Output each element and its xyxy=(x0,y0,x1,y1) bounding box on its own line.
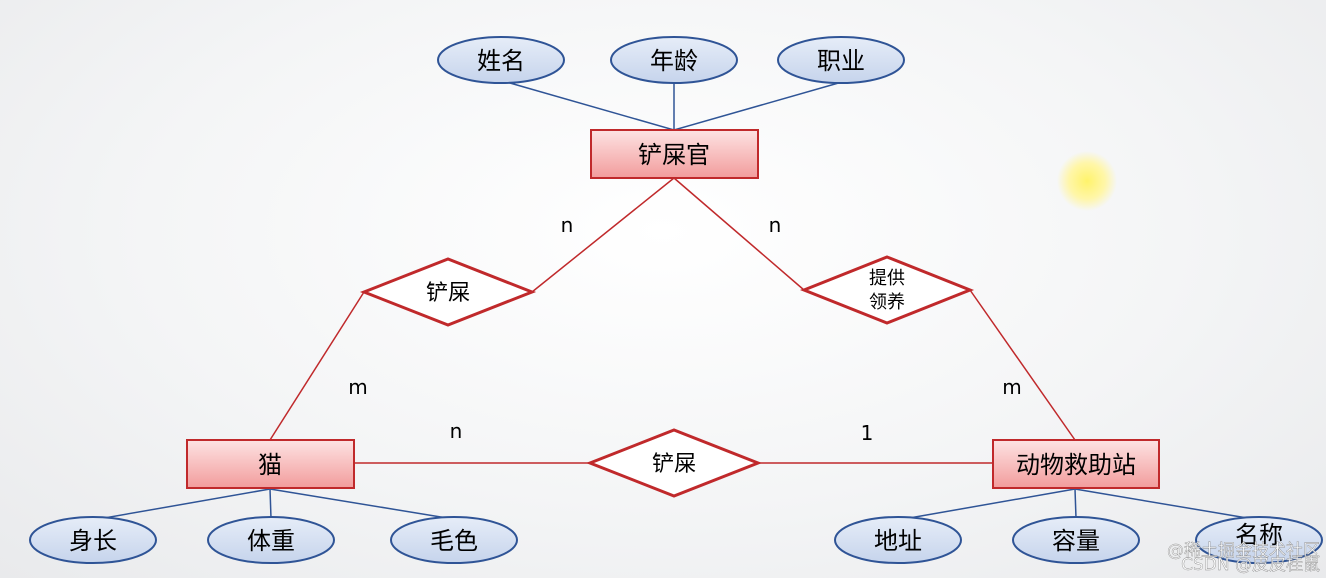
cardinality-owner-cat-cat: m xyxy=(348,375,367,399)
attribute-address-label: 地址 xyxy=(874,527,922,555)
attribute-station-name-label: 名称 xyxy=(1235,521,1283,549)
attribute-length: 身长 xyxy=(29,516,157,564)
attribute-name: 姓名 xyxy=(437,36,565,84)
relationship-cat-station-label: 铲屎 xyxy=(652,452,696,477)
attribute-fur-color-label: 毛色 xyxy=(430,527,478,555)
attribute-length-label: 身长 xyxy=(69,527,117,555)
attribute-occupation-label: 职业 xyxy=(817,47,865,75)
attribute-capacity: 容量 xyxy=(1012,516,1140,564)
attribute-capacity-label: 容量 xyxy=(1052,527,1100,555)
attribute-address: 地址 xyxy=(834,516,962,564)
cardinality-cat-station-cat: n xyxy=(450,419,463,443)
attribute-station-name: 名称 xyxy=(1195,516,1323,564)
entity-cat-label: 猫 xyxy=(258,451,282,479)
relationship-owner-cat-label: 铲屎 xyxy=(426,281,470,306)
relationship-connectors xyxy=(269,177,1076,464)
entity-owner-label: 铲屎官 xyxy=(638,141,710,169)
relationship-owner-station: 提供 领养 xyxy=(799,255,975,325)
watermark-csdn: CSDN @皮皮桂鼠 xyxy=(1181,555,1320,575)
cardinality-owner-station-station: m xyxy=(1002,375,1021,399)
attribute-age: 年龄 xyxy=(610,36,738,84)
attribute-weight-label: 体重 xyxy=(247,527,295,555)
entity-station: 动物救助站 xyxy=(992,439,1160,489)
relationship-owner-station-label-1: 提供 xyxy=(869,268,905,289)
attribute-age-label: 年龄 xyxy=(650,47,698,75)
cardinality-cat-station-station: 1 xyxy=(861,421,874,445)
relationship-cat-station: 铲屎 xyxy=(585,428,763,498)
cardinality-owner-cat-owner: n xyxy=(561,213,574,237)
cardinality-owner-station-owner: n xyxy=(769,213,782,237)
cursor-highlight xyxy=(1057,151,1117,211)
attribute-weight: 体重 xyxy=(207,516,335,564)
attribute-occupation: 职业 xyxy=(777,36,905,84)
attribute-fur-color: 毛色 xyxy=(390,516,518,564)
entity-cat: 猫 xyxy=(186,439,355,489)
relationship-owner-station-label-2: 领养 xyxy=(869,292,905,313)
attribute-name-label: 姓名 xyxy=(477,47,525,75)
entity-owner: 铲屎官 xyxy=(590,129,759,179)
attribute-connectors xyxy=(92,80,1260,521)
relationship-owner-cat: 铲屎 xyxy=(359,257,537,327)
entity-station-label: 动物救助站 xyxy=(1016,451,1136,479)
watermark-juejin: @稀土掘金技术社区 xyxy=(1167,541,1320,561)
